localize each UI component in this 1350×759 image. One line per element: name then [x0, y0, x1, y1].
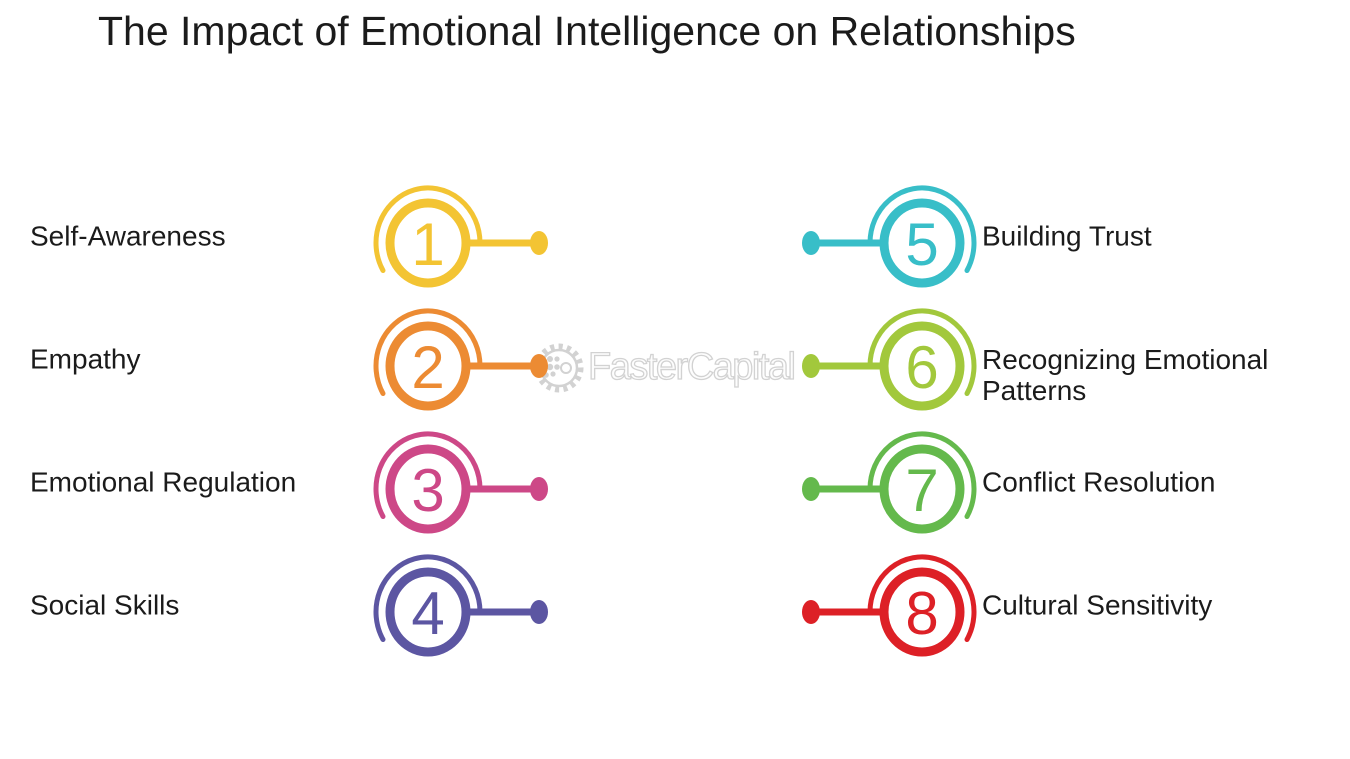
item-glyph: 2	[366, 294, 556, 439]
item-number: 6	[905, 334, 938, 401]
number-ring	[879, 198, 965, 288]
number-ring	[385, 567, 471, 657]
watermark: FasterCapital	[527, 336, 857, 406]
number-ring	[385, 444, 471, 534]
item-label: Cultural Sensitivity	[982, 589, 1213, 621]
item-number: 2	[411, 334, 444, 401]
outer-arc	[867, 308, 977, 396]
item-glyph: 5	[794, 171, 984, 316]
outer-arc	[867, 554, 977, 642]
connector-dot	[802, 231, 820, 255]
connector-dot	[530, 231, 548, 255]
outer-arc	[373, 185, 483, 273]
outer-arc	[867, 185, 977, 273]
outer-arc	[373, 554, 483, 642]
item-number: 1	[411, 211, 444, 278]
connector-dot	[530, 477, 548, 501]
number-ring	[385, 321, 471, 411]
connector-dot	[530, 354, 548, 378]
item-label: Self-Awareness	[30, 220, 226, 252]
connector-dot	[802, 600, 820, 624]
item-label: Emotional Regulation	[30, 466, 297, 498]
number-ring	[879, 444, 965, 534]
outer-arc	[373, 431, 483, 519]
item-number: 3	[411, 457, 444, 524]
item-label: Conflict Resolution	[982, 466, 1216, 498]
connector-dot	[530, 600, 548, 624]
item-number: 4	[411, 580, 444, 647]
gear-icon	[534, 343, 584, 393]
item-number: 8	[905, 580, 938, 647]
gear-hub	[560, 362, 572, 374]
item-label: Social Skills	[30, 589, 180, 621]
item-glyph: 4	[366, 540, 556, 685]
item-glyph: 3	[366, 417, 556, 562]
page-title: The Impact of Emotional Intelligence on …	[98, 8, 1076, 54]
item-label: Building Trust	[982, 220, 1152, 252]
item-label: Recognizing Emotional Patterns	[982, 344, 1269, 406]
item-glyph: 6	[794, 294, 984, 439]
fastercapital-logo-text: FasterCapital	[587, 345, 796, 388]
item-label: Empathy	[30, 343, 141, 375]
item-glyph: 8	[794, 540, 984, 685]
item-number: 7	[905, 457, 938, 524]
number-ring	[385, 198, 471, 288]
number-ring	[879, 567, 965, 657]
outer-arc	[867, 431, 977, 519]
item-glyph: 1	[366, 171, 556, 316]
outer-arc	[373, 308, 483, 396]
item-number: 5	[905, 211, 938, 278]
number-ring	[879, 321, 965, 411]
connector-dot	[802, 354, 820, 378]
gear-teeth	[534, 343, 584, 393]
connector-dot	[802, 477, 820, 501]
item-glyph: 7	[794, 417, 984, 562]
